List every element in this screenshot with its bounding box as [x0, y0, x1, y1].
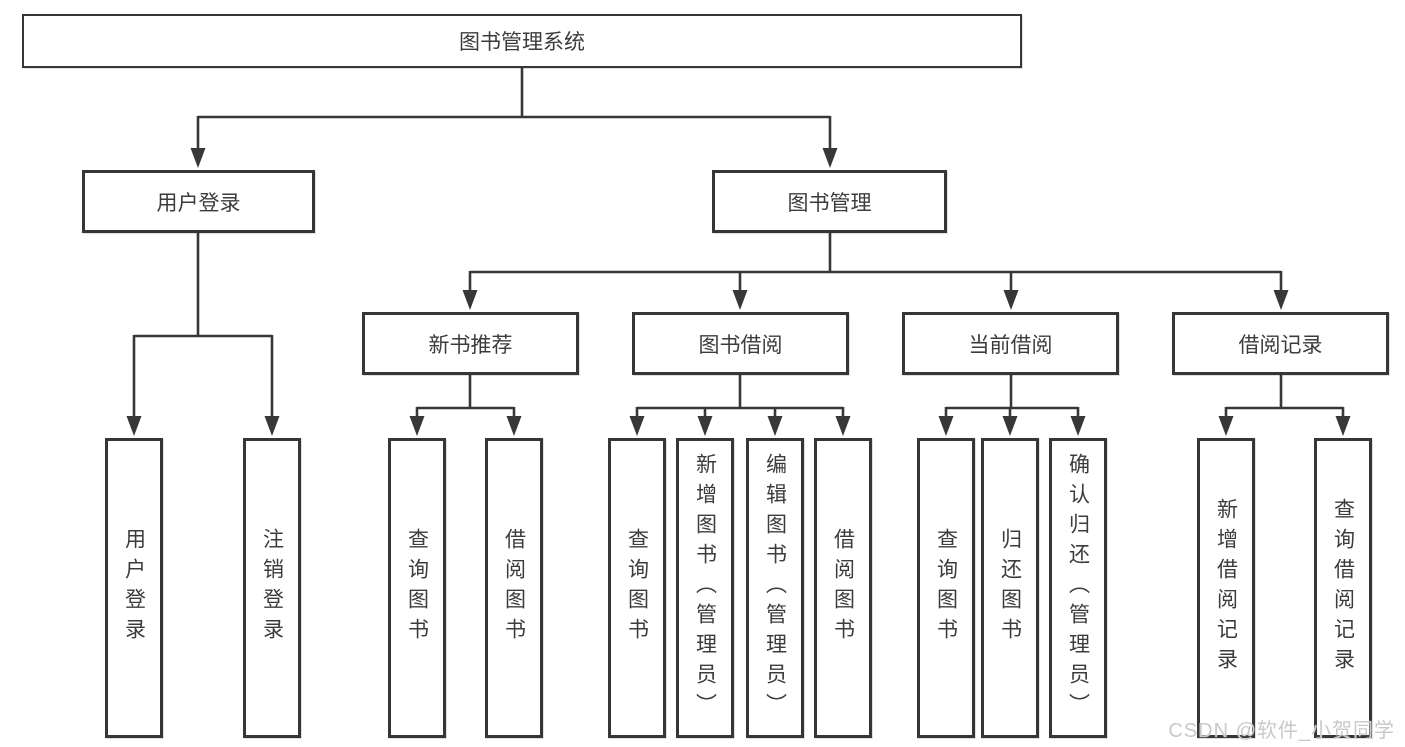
arrowhead-icon — [835, 416, 851, 436]
arrowhead-icon — [1003, 290, 1019, 310]
arrowhead-icon — [767, 416, 783, 436]
node-cb-confirm-return: 确认归还（管理员） — [1049, 438, 1107, 738]
connector-borrow-records-to-leaves — [1218, 375, 1351, 436]
arrowhead-icon — [264, 416, 280, 436]
node-cb-confirm-return-label: 确认归还（管理员） — [1066, 453, 1090, 723]
node-bb-edit-book-label: 编辑图书（管理员） — [763, 453, 787, 723]
node-new-book-rec: 新书推荐 — [362, 312, 579, 375]
arrowhead-icon — [629, 416, 645, 436]
node-user-login-label: 用户登录 — [122, 528, 146, 648]
arrowhead-icon — [732, 290, 748, 310]
node-rec-query-book-label: 查询图书 — [405, 528, 429, 648]
node-br-query-record: 查询借阅记录 — [1314, 438, 1372, 738]
arrowhead-icon — [822, 148, 838, 168]
watermark: CSDN @软件_小贺同学 — [1168, 720, 1395, 742]
node-book-borrow: 图书借阅 — [632, 312, 849, 375]
node-br-add-record: 新增借阅记录 — [1197, 438, 1255, 738]
node-current-borrow-label: 当前借阅 — [968, 333, 1053, 357]
connector-new-book-rec-to-leaves — [409, 375, 522, 436]
node-root: 图书管理系统 — [22, 14, 1022, 68]
node-rec-borrow-book: 借阅图书 — [485, 438, 543, 738]
node-logout: 注销登录 — [243, 438, 301, 738]
arrowhead-icon — [1273, 290, 1289, 310]
arrowhead-icon — [462, 290, 478, 310]
node-rec-borrow-book-label: 借阅图书 — [502, 528, 526, 648]
node-book-mgmt-group: 图书管理 — [712, 170, 947, 233]
node-bb-borrow-book: 借阅图书 — [814, 438, 872, 738]
arrowhead-icon — [938, 416, 954, 436]
node-logout-label: 注销登录 — [260, 528, 284, 648]
arrowhead-icon — [1070, 416, 1086, 436]
node-bb-edit-book: 编辑图书（管理员） — [746, 438, 804, 738]
node-cb-query-book-label: 查询图书 — [934, 528, 958, 648]
node-br-query-record-label: 查询借阅记录 — [1331, 498, 1355, 678]
arrowhead-icon — [697, 416, 713, 436]
arrowhead-icon — [1335, 416, 1351, 436]
arrowhead-icon — [409, 416, 425, 436]
node-user-login: 用户登录 — [105, 438, 163, 738]
arrowhead-icon — [126, 416, 142, 436]
node-bb-borrow-book-label: 借阅图书 — [831, 528, 855, 648]
node-bb-add-book: 新增图书（管理员） — [676, 438, 734, 738]
arrowhead-icon — [190, 148, 206, 168]
connector-user-login-to-leaves — [126, 233, 280, 436]
connector-book-mgmt-to-level3 — [462, 233, 1289, 310]
node-new-book-rec-label: 新书推荐 — [428, 333, 513, 357]
node-borrow-records: 借阅记录 — [1172, 312, 1389, 375]
arrowhead-icon — [1218, 416, 1234, 436]
node-book-mgmt-group-label: 图书管理 — [787, 191, 872, 215]
node-rec-query-book: 查询图书 — [388, 438, 446, 738]
node-root-label: 图书管理系统 — [459, 31, 585, 54]
node-cb-query-book: 查询图书 — [917, 438, 975, 738]
node-book-borrow-label: 图书借阅 — [698, 333, 783, 357]
node-current-borrow: 当前借阅 — [902, 312, 1119, 375]
node-borrow-records-label: 借阅记录 — [1238, 333, 1323, 357]
node-cb-return-book: 归还图书 — [981, 438, 1039, 738]
node-cb-return-book-label: 归还图书 — [998, 528, 1022, 648]
connector-current-borrow-to-leaves — [938, 375, 1086, 436]
connector-book-borrow-to-leaves — [629, 375, 851, 436]
node-bb-query-book: 查询图书 — [608, 438, 666, 738]
node-br-add-record-label: 新增借阅记录 — [1214, 498, 1238, 678]
node-user-login-group: 用户登录 — [82, 170, 315, 233]
arrowhead-icon — [506, 416, 522, 436]
node-bb-query-book-label: 查询图书 — [625, 528, 649, 648]
arrowhead-icon — [1002, 416, 1018, 436]
node-user-login-group-label: 用户登录 — [156, 191, 241, 215]
node-bb-add-book-label: 新增图书（管理员） — [693, 453, 717, 723]
connector-root-to-level2 — [190, 68, 838, 168]
